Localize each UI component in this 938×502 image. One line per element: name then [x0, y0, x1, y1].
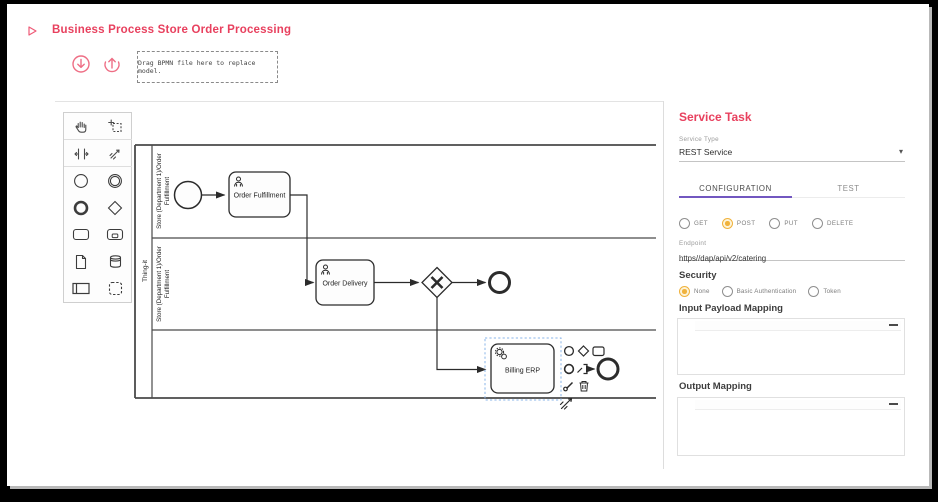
svg-text:Store (Department 1)/Order: Store (Department 1)/Order [156, 246, 163, 322]
trash-icon[interactable] [579, 381, 589, 392]
endpoint-value: https//dap/api/v2/catering [679, 254, 767, 263]
data-store-tool-icon[interactable] [98, 248, 132, 275]
radio-icon [679, 218, 690, 229]
append-event-icon[interactable] [563, 345, 575, 357]
pool-thing-it[interactable] [134, 144, 656, 399]
endpoint-label: Endpoint [679, 240, 707, 247]
dropzone-text: Drag BPMN file here to replace model. [138, 59, 256, 75]
radio-selected-icon [679, 286, 690, 297]
header-divider [55, 101, 929, 102]
bpmn-dropzone[interactable]: Drag BPMN file here to replace model. [137, 51, 278, 83]
global-connect-tool-icon[interactable] [98, 140, 132, 167]
flow-fulfillment-to-delivery[interactable] [290, 194, 315, 287]
task-order-delivery[interactable]: Order Delivery [315, 259, 375, 306]
flow-gateway-to-billing[interactable] [436, 297, 487, 374]
svg-text:Store (Department 1)/Order: Store (Department 1)/Order [156, 153, 163, 229]
radio-icon [808, 286, 820, 297]
tab-configuration[interactable]: CONFIGURATION [679, 179, 792, 198]
input-mapping-heading: Input Payload Mapping [679, 303, 783, 314]
append-gateway-icon[interactable] [577, 345, 590, 357]
collapse-icon[interactable] [889, 324, 898, 326]
bpmn-palette [63, 112, 132, 303]
radio-selected-icon [721, 218, 733, 229]
space-tool-icon[interactable] [64, 140, 98, 167]
bpmn-canvas[interactable]: Thing-it Store (Department 1)/Order Fulf… [127, 101, 663, 481]
chevron-down-icon: ▾ [898, 147, 903, 156]
security-group: None Basic Authentication Token [679, 286, 841, 297]
start-event[interactable] [173, 180, 203, 210]
lane-1-label: Store (Department 1)/Order Fulfillment [156, 153, 171, 229]
data-object-tool-icon[interactable] [64, 248, 98, 275]
gateway-x-icon [430, 276, 444, 289]
participant-tool-icon[interactable] [64, 275, 98, 302]
endpoint-input[interactable]: https//dap/api/v2/catering [679, 248, 905, 263]
user-task-icon [321, 264, 330, 275]
task-order-fulfillment[interactable]: Order Fulfillment [228, 171, 291, 218]
start-event-tool-icon[interactable] [64, 167, 98, 194]
svg-text:Billing ERP: Billing ERP [505, 368, 540, 375]
properties-panel: Service Task Service Type REST Service ▾… [663, 101, 929, 469]
service-type-value: REST Service [679, 147, 733, 157]
play-icon[interactable] [26, 25, 38, 37]
method-radio-delete[interactable]: DELETE [811, 218, 853, 229]
connect-icon[interactable] [559, 397, 573, 410]
upload-icon[interactable] [102, 54, 122, 74]
exclusive-gateway[interactable] [421, 266, 453, 299]
method-radio-post[interactable]: POST [721, 218, 755, 229]
context-pad [559, 345, 605, 410]
svg-text:Fulfillment: Fulfillment [164, 270, 171, 298]
editor-gutter [695, 321, 901, 331]
service-type-label: Service Type [679, 136, 719, 143]
selection-outline [484, 337, 562, 401]
svg-text:Order Fulfillment: Order Fulfillment [234, 193, 286, 200]
gateway-tool-icon[interactable] [98, 194, 132, 221]
app-window: Business Process Store Order Processing … [7, 4, 929, 486]
output-mapping-heading: Output Mapping [679, 381, 752, 392]
svg-text:Order Delivery: Order Delivery [322, 281, 368, 288]
download-icon[interactable] [71, 54, 91, 74]
editor-gutter [695, 400, 901, 410]
security-radio-token[interactable]: Token [808, 286, 841, 297]
method-radio-get[interactable]: GET [679, 218, 708, 229]
radio-icon [769, 218, 781, 229]
subprocess-tool-icon[interactable] [98, 221, 132, 248]
svg-text:Fulfillment: Fulfillment [164, 177, 171, 205]
wrench-icon[interactable] [563, 381, 574, 392]
end-event-delivery[interactable] [488, 271, 511, 294]
security-radio-none[interactable]: None [679, 286, 710, 297]
collapse-icon[interactable] [889, 403, 898, 405]
panel-tabs: CONFIGURATION TEST [679, 179, 905, 198]
text-annotation-icon[interactable] [577, 363, 588, 375]
task-tool-icon[interactable] [64, 221, 98, 248]
pool-label: Thing-it [142, 260, 149, 282]
end-event-tool-icon[interactable] [64, 194, 98, 221]
append-task-icon[interactable] [592, 346, 605, 357]
lasso-tool-icon[interactable] [98, 113, 132, 140]
hand-tool-icon[interactable] [64, 113, 98, 140]
end-event-billing[interactable] [596, 357, 620, 381]
tab-test[interactable]: TEST [837, 184, 860, 193]
service-type-select[interactable]: REST Service ▾ [679, 145, 905, 162]
output-mapping-editor[interactable] [677, 397, 905, 456]
lane-2-label: Store (Department 1)/Order Fulfillment [156, 246, 171, 322]
radio-icon [811, 218, 823, 229]
http-method-group: GET POST PUT DELETE [679, 218, 853, 229]
panel-title: Service Task [679, 110, 752, 124]
radio-icon [721, 286, 733, 297]
user-task-icon [234, 176, 243, 187]
intermediate-event-tool-icon[interactable] [98, 167, 132, 194]
input-mapping-editor[interactable] [677, 318, 905, 375]
task-billing-erp[interactable]: Billing ERP [490, 343, 555, 394]
method-radio-put[interactable]: PUT [769, 218, 798, 229]
service-task-gear-icon [494, 347, 507, 360]
security-radio-basic-auth[interactable]: Basic Authentication [721, 286, 797, 297]
append-end-event-icon[interactable] [563, 363, 575, 375]
group-tool-icon[interactable] [98, 275, 132, 302]
page-title: Business Process Store Order Processing [52, 24, 292, 36]
security-heading: Security [679, 270, 717, 281]
